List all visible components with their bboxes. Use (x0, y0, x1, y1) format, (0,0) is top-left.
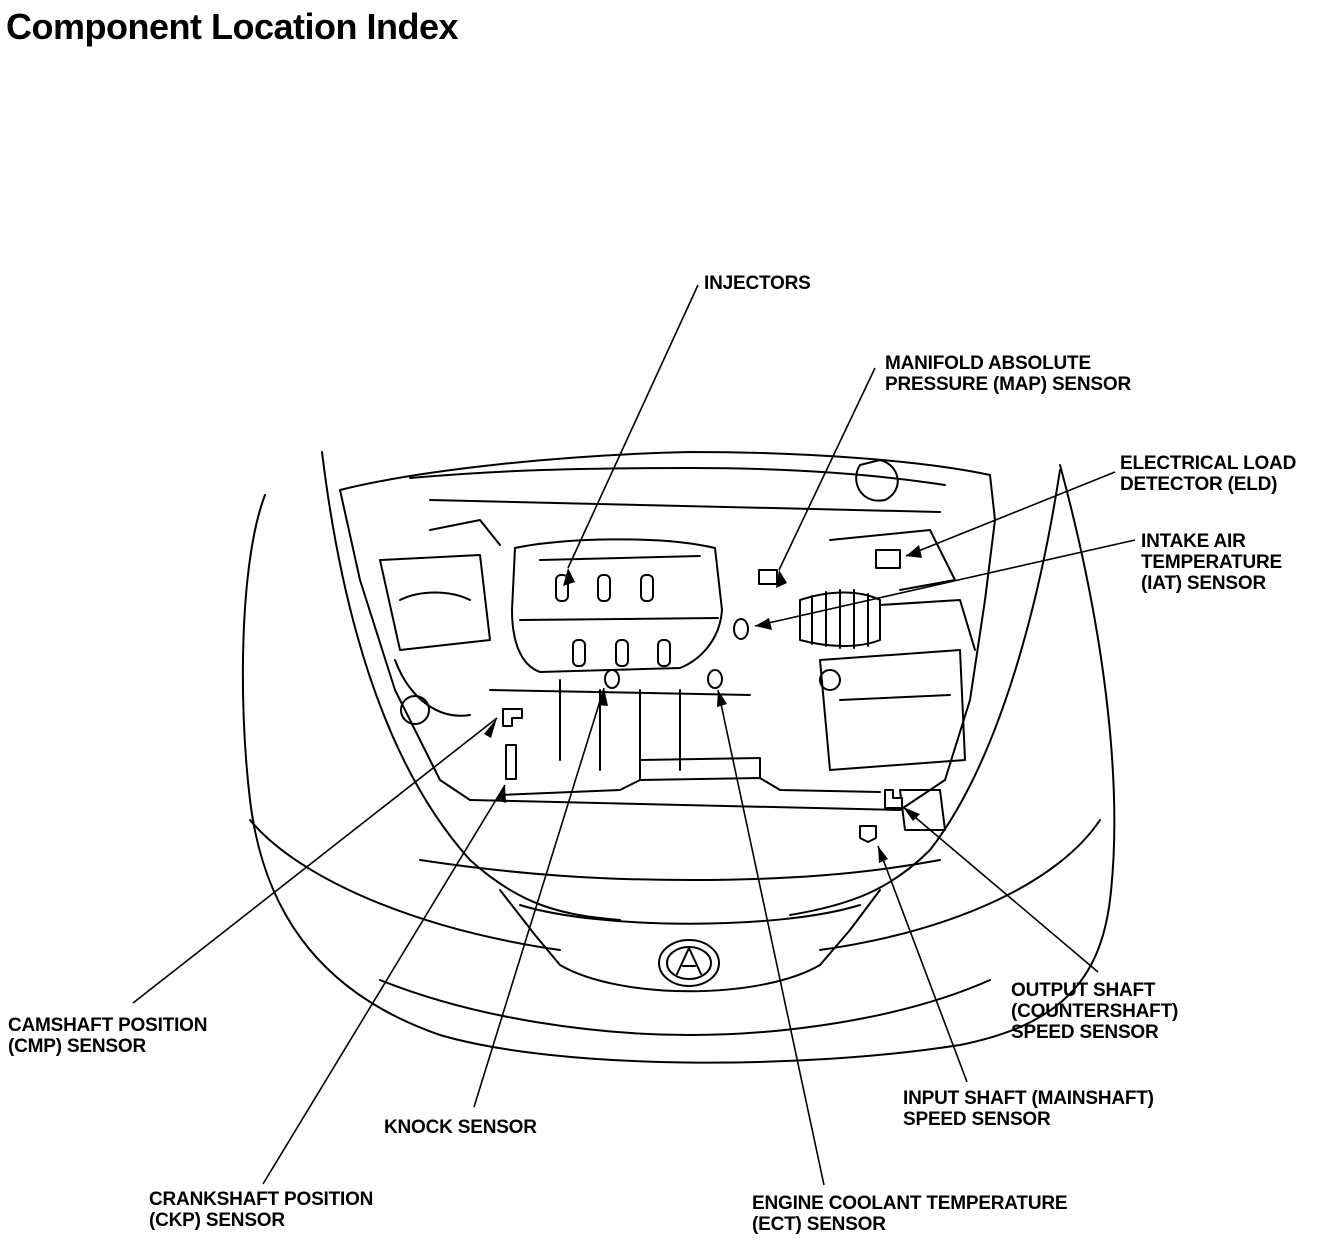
right-components (819, 649, 966, 831)
label-line: OUTPUT SHAFT (1011, 980, 1156, 1001)
left-components (379, 519, 501, 725)
label-eld: ELECTRICAL LOAD DETECTOR (ELD) (1120, 453, 1296, 495)
label-line: ELECTRICAL LOAD (1120, 453, 1297, 474)
car-body-outline (241, 451, 1116, 1064)
label-line: CAMSHAFT POSITION (8, 1015, 208, 1036)
label-line: (COUNTERSHAFT) (1011, 1001, 1179, 1022)
label-iat-sensor: INTAKE AIR TEMPERATURE (IAT) SENSOR (1141, 531, 1282, 594)
label-line: INJECTORS (704, 273, 811, 294)
engine-cover (489, 538, 751, 771)
label-input-shaft-sensor: INPUT SHAFT (MAINSHAFT) SPEED SENSOR (903, 1088, 1154, 1130)
label-line: SPEED SENSOR (903, 1109, 1051, 1130)
label-line: CRANKSHAFT POSITION (149, 1189, 374, 1210)
label-line: DETECTOR (ELD) (1120, 474, 1278, 495)
injector-markers (555, 574, 671, 667)
label-line: (CKP) SENSOR (149, 1210, 285, 1231)
label-ect-sensor: ENGINE COOLANT TEMPERATURE (ECT) SENSOR (752, 1193, 1068, 1235)
label-line: KNOCK SENSOR (384, 1117, 537, 1138)
label-line: MANIFOLD ABSOLUTE (885, 353, 1091, 374)
label-map-sensor: MANIFOLD ABSOLUTE PRESSURE (MAP) SENSOR (885, 353, 1131, 395)
label-line: PRESSURE (MAP) SENSOR (885, 374, 1132, 395)
label-line: INPUT SHAFT (MAINSHAFT) (903, 1088, 1154, 1109)
front-bulkhead (499, 757, 881, 796)
label-knock-sensor: KNOCK SENSOR (384, 1117, 537, 1138)
arrow-heads (484, 545, 922, 863)
acura-badge (658, 939, 720, 987)
leader-lines (132, 284, 1136, 1186)
intake-duct (799, 459, 976, 651)
label-line: (CMP) SENSOR (8, 1036, 146, 1057)
label-line: (IAT) SENSOR (1141, 573, 1266, 594)
label-line: SPEED SENSOR (1011, 1022, 1159, 1043)
label-line: ENGINE COOLANT TEMPERATURE (752, 1193, 1068, 1214)
label-line: TEMPERATURE (1141, 552, 1283, 573)
engine-bay-outline (339, 451, 996, 811)
label-cmp-sensor: CAMSHAFT POSITION (CMP) SENSOR (8, 1015, 207, 1057)
label-injectors: INJECTORS (704, 273, 811, 294)
label-output-shaft-sensor: OUTPUT SHAFT (COUNTERSHAFT) SPEED SENSOR (1011, 980, 1178, 1043)
page-title: Component Location Index (6, 6, 459, 47)
sensor-markers (502, 549, 903, 843)
label-ckp-sensor: CRANKSHAFT POSITION (CKP) SENSOR (149, 1189, 373, 1231)
label-line: (ECT) SENSOR (752, 1214, 886, 1235)
label-line: INTAKE AIR (1141, 531, 1246, 552)
